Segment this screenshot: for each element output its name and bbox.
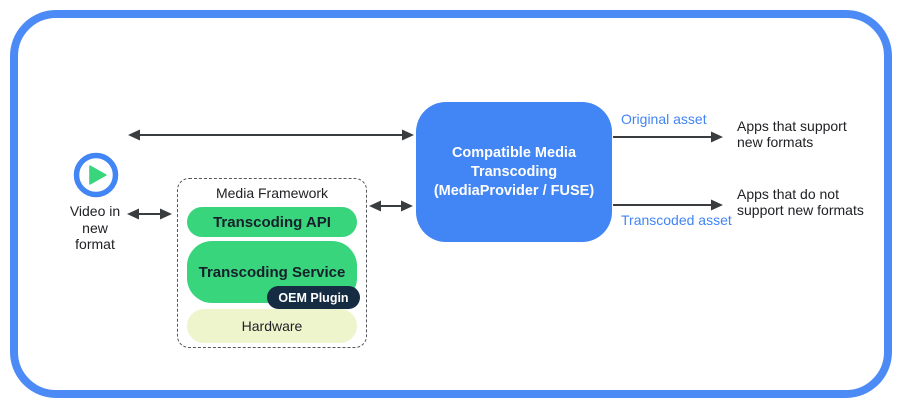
apps-support-line1: Apps that support [737, 118, 847, 134]
play-icon [73, 152, 119, 198]
video-source-label: Video in new format [50, 203, 140, 253]
video-source-line1: Video in [69, 203, 121, 219]
apps-no-support-line2: support new formats [737, 201, 864, 218]
apps-support-line2: new formats [737, 133, 814, 150]
video-source-line3: format [75, 236, 115, 252]
hub-line3: (MediaProvider / FUSE) [433, 182, 595, 199]
video-source-line2: new [82, 219, 108, 236]
hardware-pill: Hardware [187, 309, 357, 343]
original-asset-label: Original asset [621, 111, 707, 127]
compatible-media-transcoding-box: Compatible Media Transcoding (MediaProvi… [416, 102, 612, 242]
transcoded-asset-label: Transcoded asset [621, 212, 732, 228]
outer-frame [10, 10, 892, 398]
hub-line2: Transcoding [470, 163, 558, 180]
apps-support-label: Apps that support new formats [737, 118, 847, 150]
oem-plugin-pill: OEM Plugin [267, 286, 360, 309]
transcoding-api-pill: Transcoding API [187, 207, 357, 237]
hub-line1: Compatible Media [451, 144, 577, 161]
media-framework-box: Media Framework Transcoding API Transcod… [177, 178, 367, 348]
media-framework-title: Media Framework [215, 185, 329, 201]
apps-no-support-line1: Apps that do not [737, 186, 839, 202]
apps-no-support-label: Apps that do not support new formats [737, 186, 864, 218]
